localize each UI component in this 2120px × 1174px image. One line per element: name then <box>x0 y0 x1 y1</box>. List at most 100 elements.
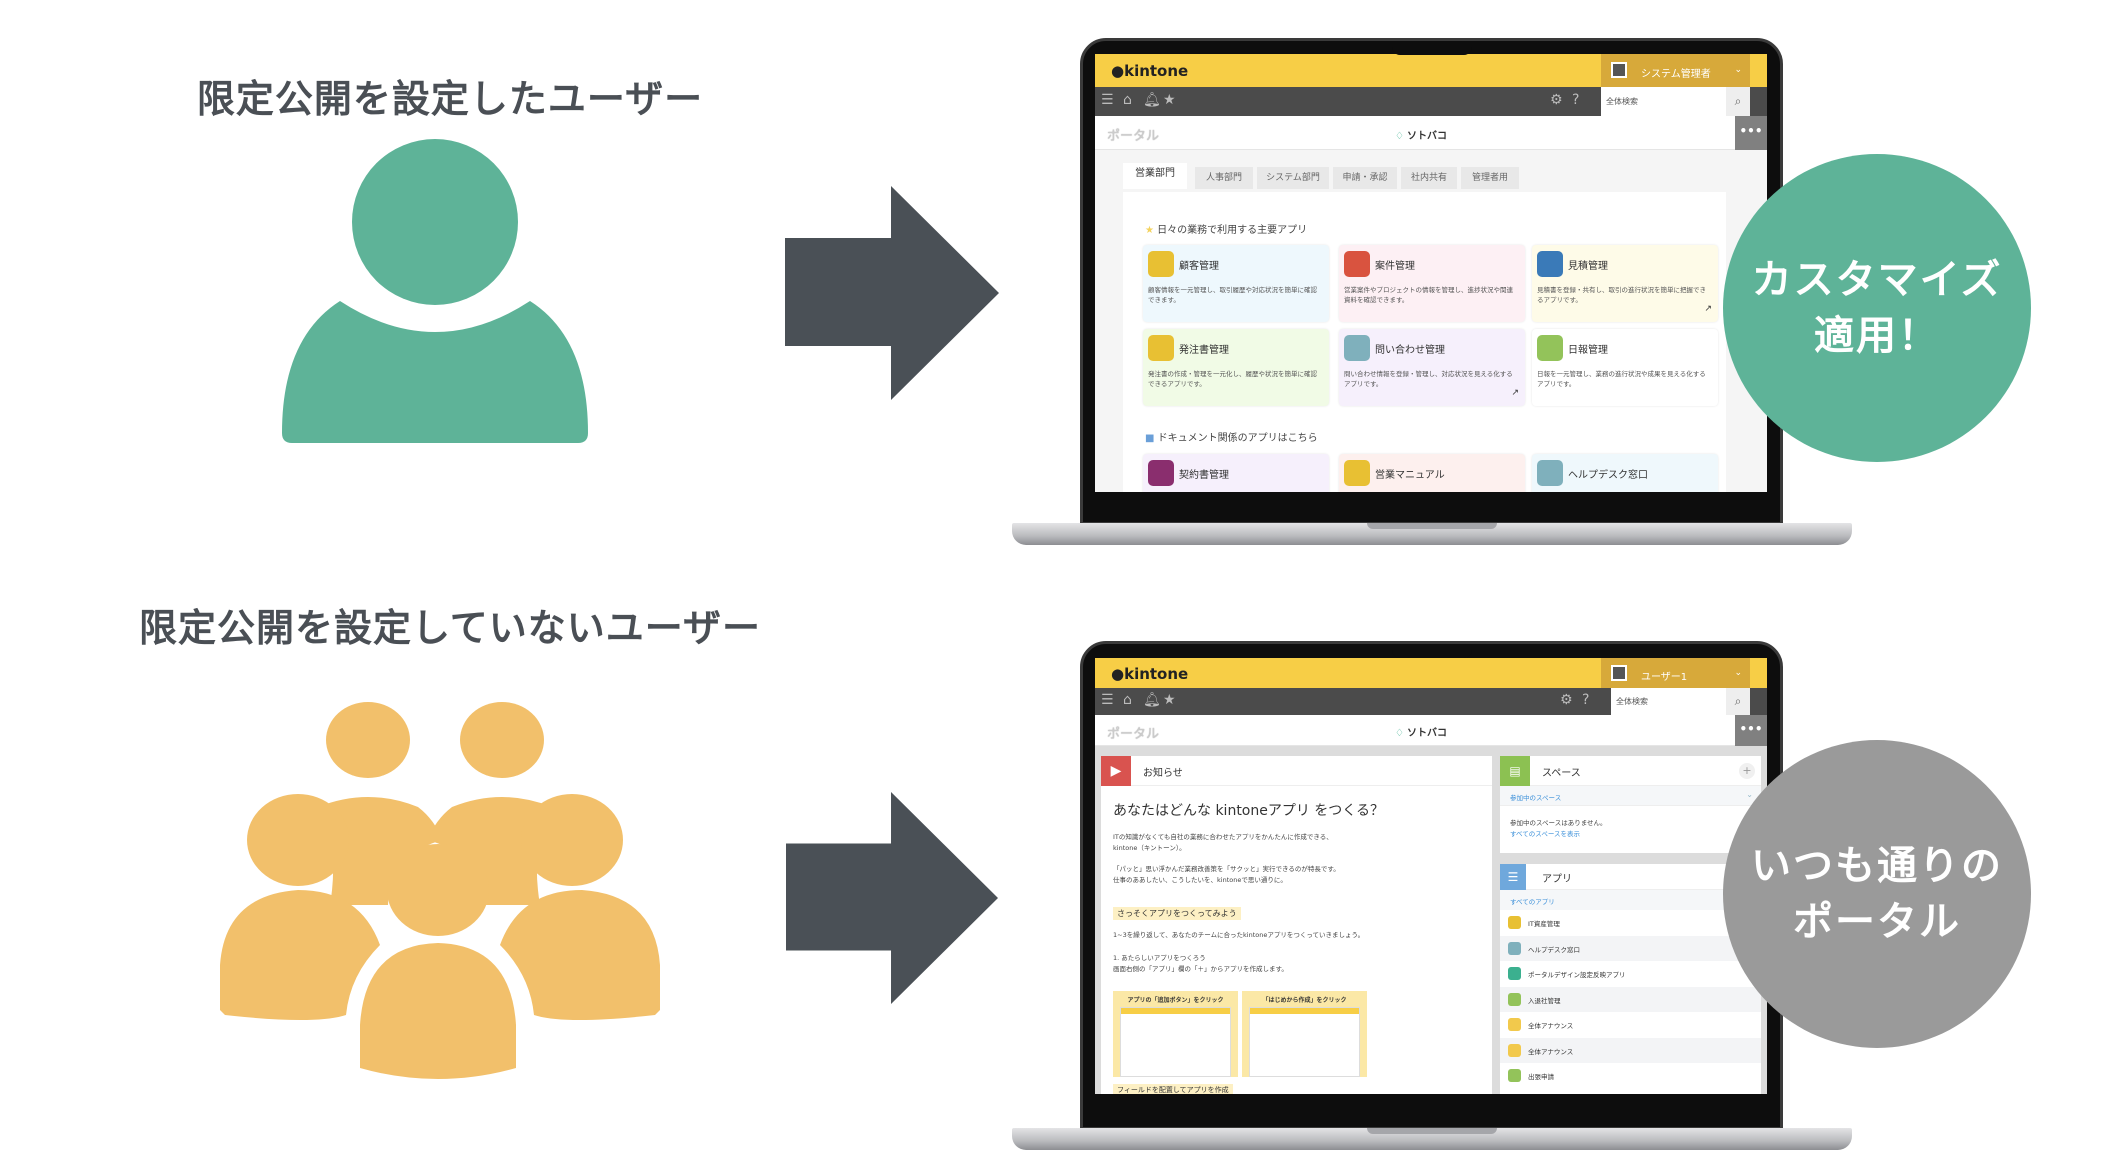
bell-icon[interactable]: 🔔︎ <box>1143 92 1161 108</box>
kintone-logo[interactable]: ●kintone <box>1111 62 1189 80</box>
app-name: 全体アナウンス <box>1528 1047 1574 1056</box>
tab-4[interactable]: 申請・承認 <box>1333 167 1397 189</box>
app-icon <box>1508 1043 1521 1057</box>
app-card[interactable]: 顧客管理顧客情報を一元管理し、取引履歴や対応状況を簡単に確認できます。 <box>1143 245 1329 322</box>
app-icon <box>1344 460 1370 486</box>
more-options-button[interactable]: ••• <box>1735 116 1767 150</box>
app-card[interactable]: 発注書管理発注書の作成・管理を一元化し、履歴や状況を簡単に確認できるアプリです。 <box>1143 329 1329 406</box>
more-options-button[interactable]: ••• <box>1735 715 1767 746</box>
company-logo: ♢ソトバコ <box>1395 728 1447 739</box>
search-input[interactable]: 全体検索 <box>1611 688 1726 715</box>
app-list-item[interactable]: 全体アナウンス <box>1500 1012 1761 1037</box>
notice-title: あなたはどんな kintoneアプリ をつくる？ <box>1113 803 1385 819</box>
tab-5[interactable]: 社内共有 <box>1401 167 1457 189</box>
tutorial-image: 「はじめから作成」をクリック <box>1242 991 1367 1077</box>
external-link-icon[interactable]: ↗ <box>1704 304 1712 314</box>
portal-header: ポータル ♢ソトバコ ••• <box>1095 116 1767 150</box>
help-icon[interactable]: ? <box>1572 92 1580 108</box>
avatar <box>1611 62 1627 78</box>
kintone-logo[interactable]: ●kintone <box>1111 665 1189 683</box>
arrow-right-icon <box>785 186 999 400</box>
arrow-right-icon <box>786 792 999 1004</box>
app-description: 見積書を登録・共有し、取引の進行状況を簡単に把握できるアプリです。 <box>1537 286 1706 304</box>
app-card[interactable]: 営業マニュアル <box>1339 454 1525 492</box>
app-name: ヘルプデスク窓口 <box>1528 945 1580 954</box>
app-icon <box>1344 335 1370 361</box>
app-card[interactable]: 日報管理日報を一元管理し、業務の進行状況や成果を見える化するアプリです。 <box>1532 329 1718 406</box>
app-list-item[interactable]: ヘルプデスク窓口 <box>1500 935 1761 961</box>
app-icon <box>1344 251 1370 277</box>
kintone-header: ●kintone ユーザー1 ⌄ <box>1095 658 1767 688</box>
search-input[interactable]: 全体検索 <box>1601 87 1726 116</box>
apps-header: ☰ アプリ <box>1500 864 1761 890</box>
user-menu[interactable]: システム管理者 ⌄ <box>1601 54 1750 87</box>
star-icon[interactable]: ★ <box>1163 692 1176 708</box>
usual-portal-badge: いつも通りの ポータル <box>1723 740 2031 1048</box>
tab-1[interactable]: 営業部門 <box>1123 163 1187 189</box>
default-portal-screen: ●kintone ユーザー1 ⌄ ☰ ⌂ 🔔︎ ★ ⚙ ? 全体検索 ⌕ ポータ… <box>1095 658 1767 1094</box>
app-icon <box>1508 967 1521 980</box>
space-panel: ▤ スペース + 参加中のスペース ⌄ 参加中のスペースはありません。 すべての… <box>1500 756 1761 853</box>
kintone-header: ●kintone システム管理者 ⌄ <box>1095 54 1767 87</box>
empty-spaces-message: 参加中のスペースはありません。 <box>1510 819 1607 827</box>
tab-6[interactable]: 管理者用 <box>1461 167 1519 189</box>
search-icon[interactable]: ⌕ <box>1726 87 1750 116</box>
app-card[interactable]: 問い合わせ管理問い合わせ情報を登録・管理し、対応状況を見える化するアプリです。↗ <box>1339 329 1525 406</box>
app-card[interactable]: 見積管理見積書を登録・共有し、取引の進行状況を簡単に把握できるアプリです。↗ <box>1532 245 1718 322</box>
app-card[interactable]: ヘルプデスク窓口 <box>1532 454 1718 492</box>
tab-2[interactable]: 人事部門 <box>1195 167 1253 189</box>
laptop-base <box>1012 523 1852 545</box>
section-main-apps: ★ 日々の業務で利用する主要アプリ <box>1145 225 1308 236</box>
app-card[interactable]: 契約書管理 <box>1143 454 1329 492</box>
app-list-item[interactable]: 入退社管理 <box>1500 986 1761 1012</box>
home-icon[interactable]: ⌂ <box>1123 92 1132 108</box>
app-description: 顧客情報を一元管理し、取引履歴や対応状況を簡単に確認できます。 <box>1148 286 1317 304</box>
app-name: 契約書管理 <box>1179 470 1229 481</box>
page-title: ポータル <box>1107 727 1160 742</box>
show-all-spaces-link[interactable]: すべてのスペースを表示 <box>1510 830 1581 838</box>
home-icon[interactable]: ⌂ <box>1123 692 1132 708</box>
heading-restricted-users: 限定公開を設定したユーザー <box>196 77 704 121</box>
app-icon <box>1508 1018 1521 1031</box>
gear-icon[interactable]: ⚙ <box>1560 692 1573 708</box>
notice-header: ▶ お知らせ <box>1101 756 1492 786</box>
app-name: 入退社管理 <box>1528 996 1561 1005</box>
search-icon[interactable]: ⌕ <box>1726 688 1750 715</box>
apps-panel: ☰ アプリ すべてのアプリ IT資産管理ヘルプデスク窓口ポータルデザイン設定反映… <box>1500 864 1761 1094</box>
avatar <box>1611 665 1627 681</box>
joined-spaces-toggle[interactable]: 参加中のスペース ⌄ <box>1500 786 1761 806</box>
user-name: システム管理者 <box>1641 69 1711 80</box>
tutorial-image: アプリの「追加ボタン」をクリック <box>1113 991 1238 1077</box>
tab-3[interactable]: システム部門 <box>1257 167 1329 189</box>
app-icon <box>1537 460 1563 486</box>
app-list-item[interactable]: IT資産管理 <box>1500 910 1761 935</box>
company-logo: ♢ソトバコ <box>1395 131 1447 142</box>
add-space-button[interactable]: + <box>1739 763 1755 779</box>
external-link-icon[interactable]: ↗ <box>1511 388 1519 398</box>
app-icon <box>1508 1069 1521 1082</box>
app-name: 問い合わせ管理 <box>1375 345 1445 356</box>
app-icon <box>1508 992 1521 1006</box>
app-list-item[interactable]: ポータルデザイン設定反映アプリ <box>1500 961 1761 986</box>
app-card[interactable]: 案件管理営業案件やプロジェクトの情報を管理し、進捗状況や関連資料を確認できます。 <box>1339 245 1525 322</box>
list-icon: ☰ <box>1500 864 1526 890</box>
app-icon <box>1148 460 1174 486</box>
notice-highlight: フィールドを配置してアプリを作成 <box>1113 1084 1233 1094</box>
help-icon[interactable]: ? <box>1582 692 1590 708</box>
all-apps-link[interactable]: すべてのアプリ <box>1500 890 1761 910</box>
app-icon <box>1508 916 1521 929</box>
star-icon[interactable]: ★ <box>1163 92 1176 108</box>
app-name: 出張申請 <box>1528 1073 1554 1081</box>
kintone-logo-icon: ● <box>1111 62 1125 80</box>
user-menu[interactable]: ユーザー1 ⌄ <box>1601 658 1750 688</box>
app-list-item[interactable]: 全体アナウンス <box>1500 1037 1761 1063</box>
bell-icon[interactable]: 🔔︎ <box>1143 692 1161 708</box>
notice-text: ITの知識がなくても自社の業務に合わせたアプリをかんたんに作成できる、 kint… <box>1113 833 1333 852</box>
toolbar: ☰ ⌂ 🔔︎ ★ ⚙ ? 全体検索 ⌕ <box>1095 688 1767 715</box>
menu-icon[interactable]: ☰ <box>1101 92 1114 108</box>
app-list-item[interactable]: 出張申請 <box>1500 1063 1761 1088</box>
company-logo-icon: ♢ <box>1395 728 1404 739</box>
company-logo-icon: ♢ <box>1395 131 1404 142</box>
gear-icon[interactable]: ⚙ <box>1550 92 1563 108</box>
menu-icon[interactable]: ☰ <box>1101 692 1114 708</box>
